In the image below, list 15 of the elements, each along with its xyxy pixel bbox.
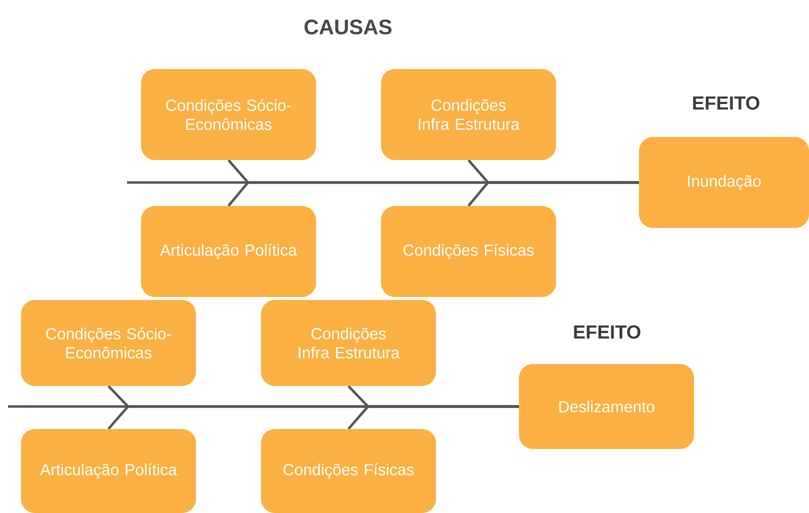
title: CAUSAS xyxy=(304,20,392,34)
cause-box: Inundação xyxy=(639,137,809,228)
cause-box: Condições Sócio-Econômicas xyxy=(141,69,316,160)
cause-box: Condições Físicas xyxy=(381,206,556,297)
cause-box: Condições Físicas xyxy=(261,429,436,513)
cause-box: Condições Infra Estrutura xyxy=(261,300,436,386)
cause-box: Condições Infra Estrutura xyxy=(381,69,556,160)
effect-heading: EFEITO xyxy=(693,96,760,110)
cause-box: Condições Sócio-Econômicas xyxy=(21,300,196,386)
effect-heading: EFEITO xyxy=(574,325,640,339)
branch-line xyxy=(348,405,519,430)
cause-box: Articulação Política xyxy=(21,429,196,513)
cause-box: Deslizamento xyxy=(519,364,694,449)
branch-line xyxy=(468,181,639,207)
cause-box: Articulação Política xyxy=(141,206,316,297)
